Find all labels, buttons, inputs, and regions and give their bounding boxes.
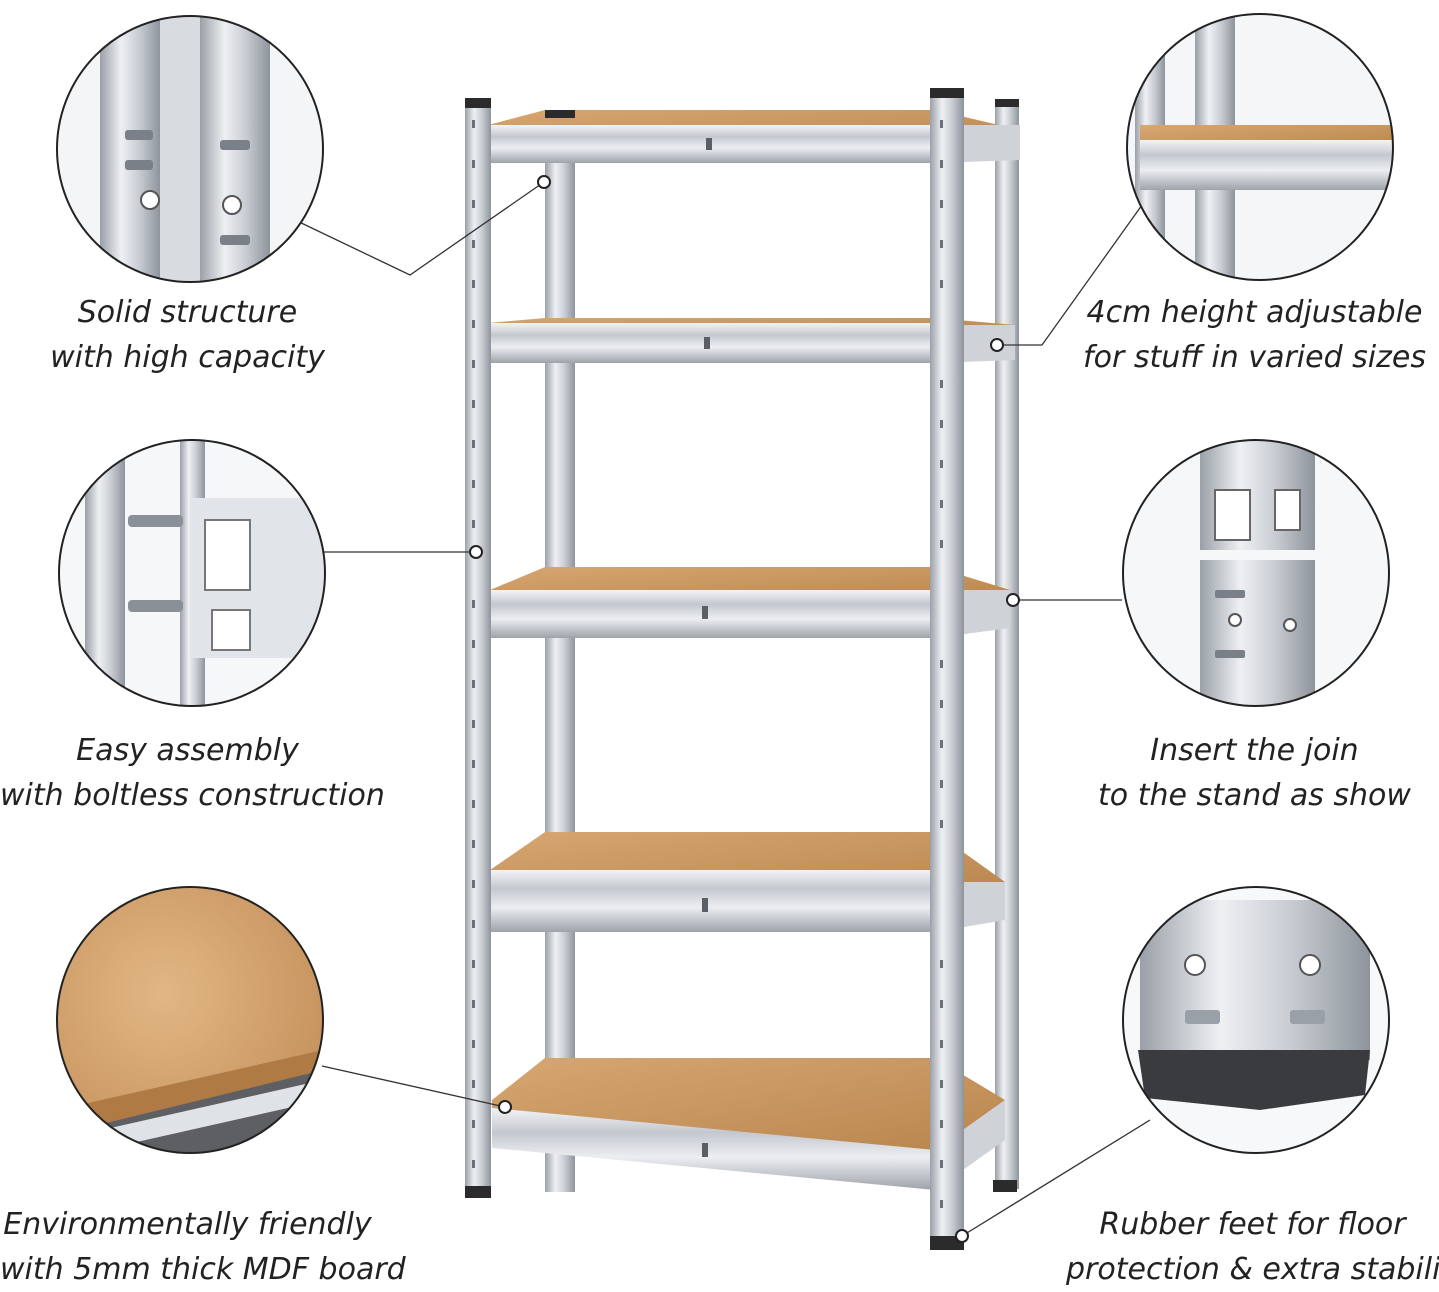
upright-slots-closeup-icon: [56, 15, 324, 283]
shelf-5: [492, 1058, 1005, 1190]
callout-dot-join: [1006, 593, 1020, 607]
rubber-foot-front-left: [465, 1186, 491, 1198]
caption-solid-structure: Solid structure with high capacity: [0, 290, 375, 380]
caption-line: Rubber feet for floor: [1099, 1207, 1406, 1242]
rubber-foot-back-right: [993, 1180, 1017, 1192]
rubber-foot-front-right: [930, 1236, 964, 1250]
callout-dot-assembly: [469, 545, 483, 559]
top-cap-right: [930, 88, 964, 98]
caption-rubber-feet: Rubber feet for floor protection & extra…: [1066, 1202, 1439, 1292]
shelf-height-closeup-icon: [1126, 13, 1394, 281]
upright-slots: [472, 120, 943, 1208]
caption-line: with high capacity: [50, 340, 325, 375]
callout-dot-feet: [955, 1229, 969, 1243]
caption-line: protection & extra stability: [1066, 1252, 1439, 1287]
top-cap-back-right: [995, 99, 1019, 107]
mdf-board-closeup-icon: [56, 886, 324, 1154]
front-right-upright: [930, 92, 964, 1244]
back-left-upright: [545, 112, 575, 1192]
shelf-3: [490, 567, 1010, 638]
shelving-unit: [465, 88, 1020, 1250]
caption-mdf-board: Environmentally friendly with 5mm thick …: [0, 1202, 406, 1292]
caption-line: Insert the join: [1150, 733, 1359, 768]
callout-lines: [294, 181, 1151, 1237]
caption-height-adjustable: 4cm height adjustable for stuff in varie…: [1070, 290, 1439, 380]
caption-line: 4cm height adjustable: [1086, 295, 1423, 330]
caption-line: for stuff in varied sizes: [1083, 340, 1426, 375]
caption-line: Easy assembly: [76, 733, 299, 768]
caption-insert-join: Insert the join to the stand as show: [1070, 728, 1439, 818]
callout-dots: [469, 175, 1020, 1243]
callout-dot-mdf: [498, 1100, 512, 1114]
caption-line: with 5mm thick MDF board: [0, 1252, 406, 1287]
caption-line: Environmentally friendly: [3, 1207, 372, 1242]
caption-easy-assembly: Easy assembly with boltless construction: [0, 728, 385, 818]
front-left-upright: [465, 104, 491, 1194]
boltless-hook-closeup-icon: [58, 439, 326, 707]
back-right-upright: [995, 104, 1019, 1189]
top-cap-left: [465, 98, 491, 108]
rubber-foot-closeup-icon: [1122, 886, 1390, 1154]
callout-dot-height: [990, 338, 1004, 352]
top-cap-back-left: [545, 110, 575, 118]
callout-dot-structure: [537, 175, 551, 189]
join-insert-closeup-icon: [1122, 439, 1390, 707]
shelf-4: [490, 832, 1005, 932]
caption-line: with boltless construction: [0, 778, 385, 813]
caption-line: Solid structure: [77, 295, 298, 330]
caption-line: to the stand as show: [1098, 778, 1411, 813]
